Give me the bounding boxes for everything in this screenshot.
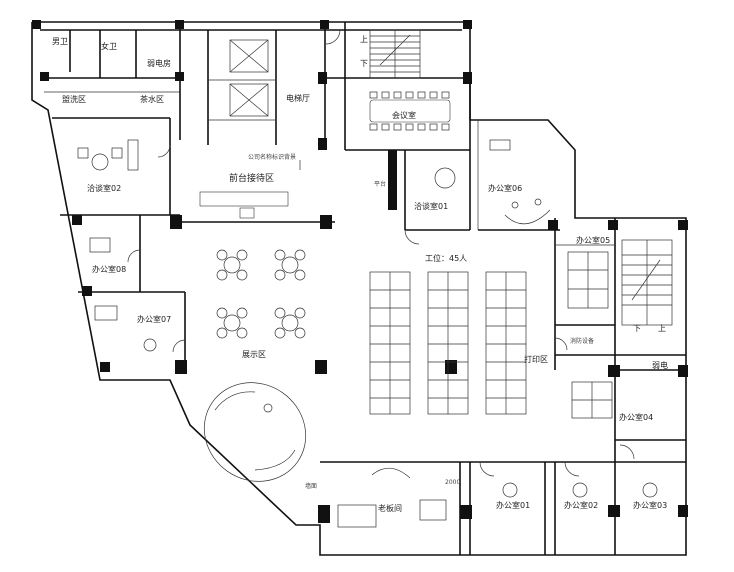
label-negotiation-02: 洽谈室02: [87, 184, 122, 193]
stairs-right: [621, 239, 673, 326]
label-weak-power-room: 弱电房: [147, 59, 171, 68]
doors: [127, 29, 635, 477]
inner-walls: [40, 22, 686, 555]
label-tea-area: 茶水区: [140, 95, 164, 104]
office-05-desks: [567, 251, 609, 309]
label-workstations: 工位：45人: [425, 254, 468, 263]
label-office-01: 办公室01: [496, 501, 531, 510]
oval-lounge: [203, 382, 307, 482]
label-office-04: 办公室04: [619, 413, 654, 422]
room-furniture: [77, 139, 658, 528]
reception-desk: [199, 191, 289, 219]
label-reception: 前台接待区: [229, 174, 275, 184]
label-office-06: 办公室06: [488, 184, 523, 193]
structural-columns: [32, 20, 688, 523]
label-dim-note: 2000: [445, 479, 461, 486]
label-office-08: 办公室08: [92, 265, 127, 274]
display-lounge-groups: [216, 249, 306, 339]
label-office-03: 办公室03: [633, 501, 668, 510]
label-boss-office: 老板间: [378, 504, 402, 513]
label-small-note: 平台: [374, 181, 387, 188]
label-men-wc: 男卫: [52, 37, 68, 46]
elevators: [229, 39, 269, 117]
label-stair-down: 下: [360, 59, 368, 68]
label-wall-note: 墙面: [305, 483, 318, 490]
label-weak-power: 弱电: [652, 361, 668, 370]
label-elevator-hall: 电梯厅: [286, 94, 310, 103]
label-stair2-up: 上: [658, 324, 666, 333]
meeting-table: [369, 91, 451, 131]
label-display-area: 展示区: [242, 350, 266, 359]
label-negotiation-01: 洽谈室01: [414, 202, 449, 211]
label-office-05: 办公室05: [576, 236, 611, 245]
stairs-top: [369, 29, 421, 79]
label-reception-sign: 公司名称标识背景: [248, 154, 297, 161]
label-office-07: 办公室07: [137, 315, 172, 324]
label-stair-up: 上: [360, 35, 368, 44]
office-04-desks: [571, 381, 613, 419]
label-women-wc: 女卫: [101, 42, 117, 51]
workstation-grid: [369, 271, 527, 415]
label-meeting-room: 会议室: [392, 111, 416, 120]
label-print-area: 打印区: [524, 355, 548, 364]
label-fire-equipment: 消防设备: [570, 338, 595, 345]
label-stair2-down: 下: [633, 324, 641, 333]
label-office-02: 办公室02: [564, 501, 599, 510]
label-wash-area: 盥洗区: [62, 95, 86, 104]
